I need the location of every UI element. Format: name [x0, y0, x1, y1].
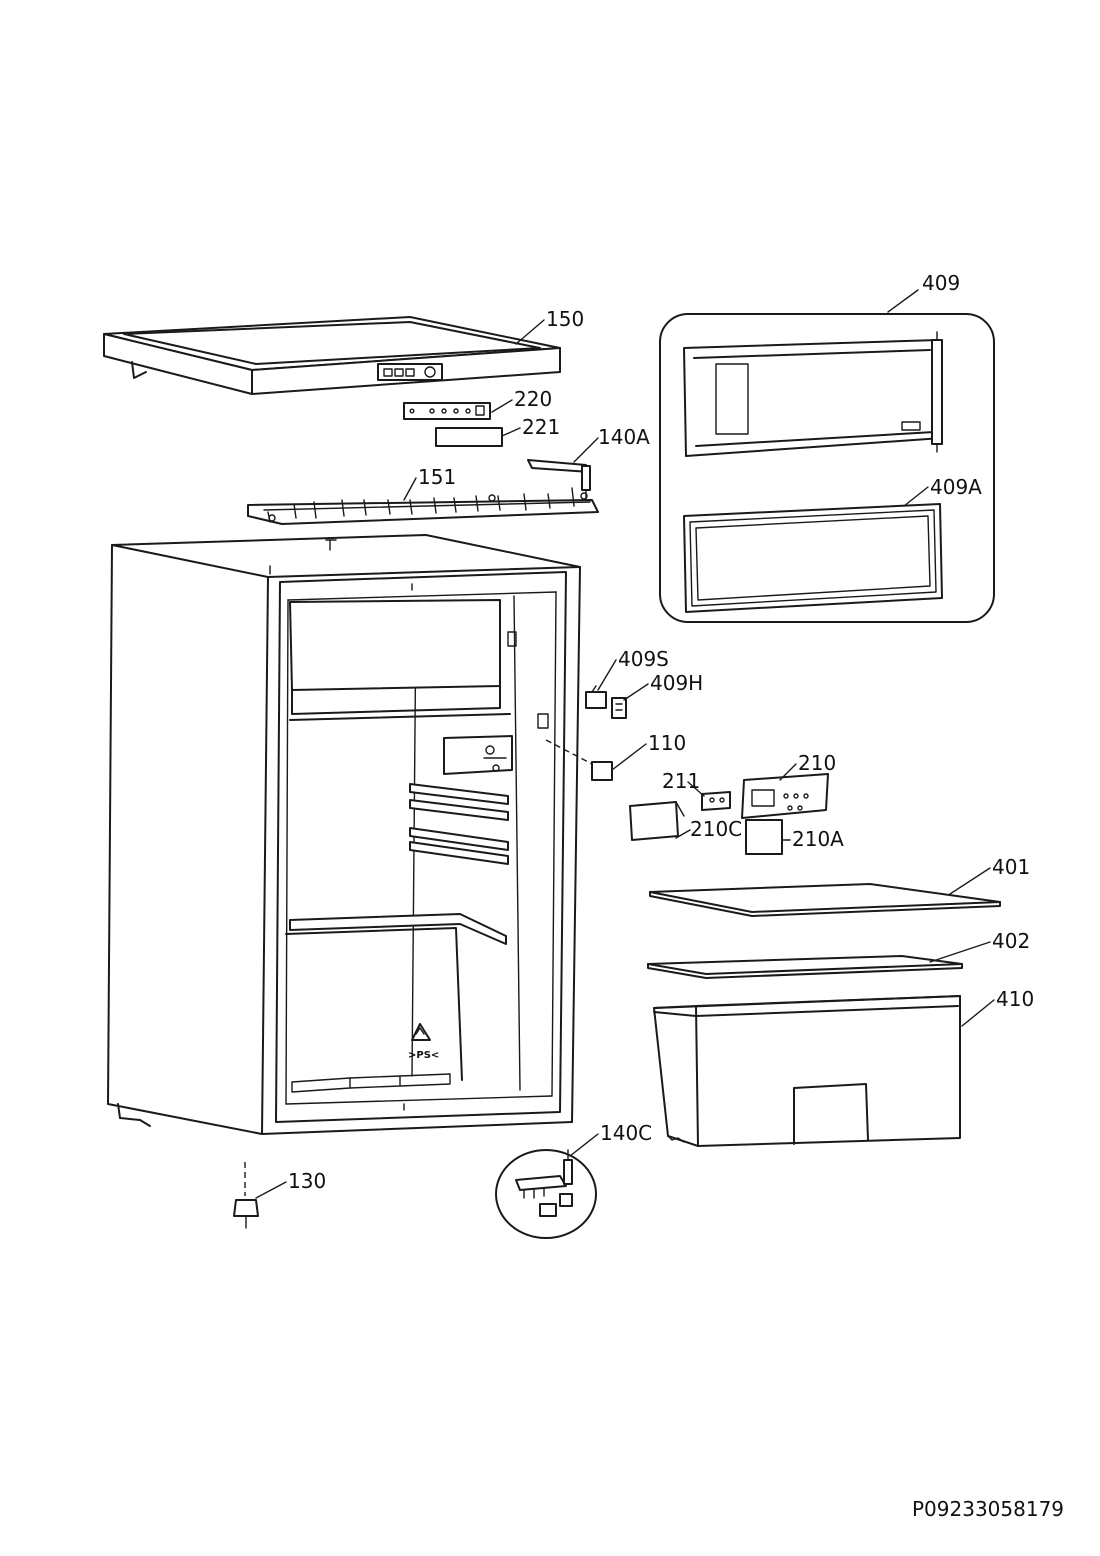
callout-409h: 409H [650, 671, 703, 695]
recycling-text: >PS< [408, 1050, 439, 1061]
callout-210: 210 [798, 751, 836, 775]
callout-221: 221 [522, 415, 560, 439]
part-220-control-panel [403, 402, 491, 420]
callout-151: 151 [418, 465, 456, 489]
callout-402: 402 [992, 929, 1030, 953]
part-211-bracket [701, 791, 731, 811]
part-210-thermostat-housing [741, 773, 829, 819]
callout-150: 150 [546, 307, 584, 331]
part-151-top-frame [247, 487, 599, 525]
callout-410: 410 [996, 987, 1034, 1011]
part-410-crisper-drawer [653, 995, 961, 1147]
part-140c-lower-hinge [495, 1149, 597, 1239]
part-130-adjustable-foot [233, 1162, 259, 1229]
part-150-top-cover [103, 316, 561, 395]
callout-210c: 210C [690, 817, 742, 841]
callout-labels: 409 150 220 221 140A 151 409A 409S 409H … [288, 271, 1034, 1193]
callout-409: 409 [922, 271, 960, 295]
cabinet [107, 534, 581, 1135]
callout-140c: 140C [600, 1121, 652, 1145]
recycling-symbol: >PS< [408, 1023, 439, 1061]
callout-110: 110 [648, 731, 686, 755]
part-409h-door-handle [611, 697, 627, 719]
part-110-hinge-bracket [545, 739, 613, 781]
part-140a-upper-hinge [527, 459, 591, 501]
callout-409s: 409S [618, 647, 669, 671]
callout-211: 211 [662, 769, 700, 793]
callout-401: 401 [992, 855, 1030, 879]
callout-220: 220 [514, 387, 552, 411]
part-401-glass-shelf [649, 883, 1001, 917]
part-221-label-plate [435, 427, 503, 447]
callout-210a: 210A [792, 827, 844, 851]
document-code: P09233058179 [912, 1497, 1064, 1521]
part-409s-door-stopper [585, 685, 607, 709]
leader-lines [255, 289, 995, 1199]
callout-130: 130 [288, 1169, 326, 1193]
door-inset-box [659, 313, 995, 623]
callout-409a: 409A [930, 475, 982, 499]
callout-140a: 140A [598, 425, 650, 449]
part-402-glass-shelf [647, 955, 963, 979]
part-210a-label [745, 819, 783, 855]
part-210c-lamp-cover [629, 801, 685, 841]
